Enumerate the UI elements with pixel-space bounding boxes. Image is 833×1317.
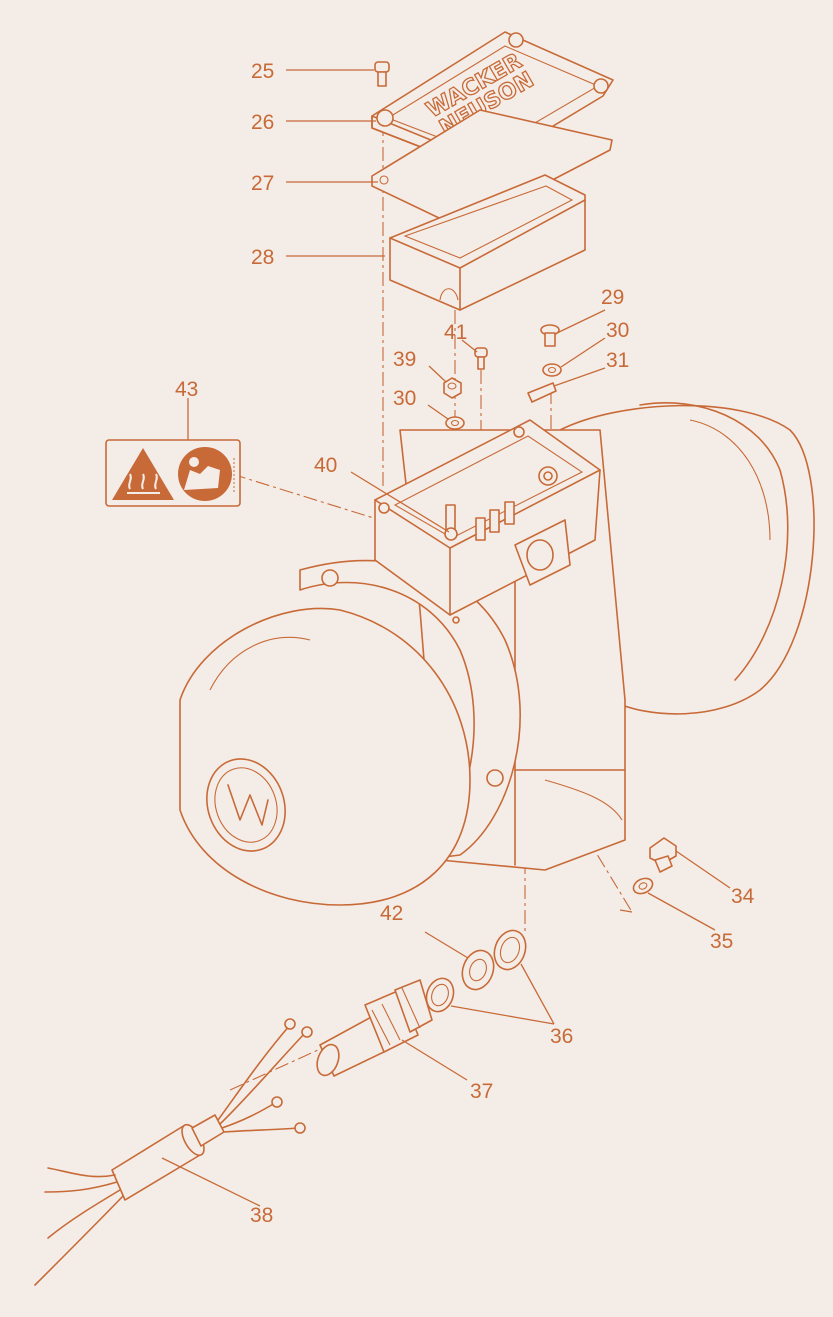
bushing-42 xyxy=(461,949,495,991)
warning-label xyxy=(105,439,241,507)
cable-gland-37 xyxy=(316,979,433,1077)
callout-39: 39 xyxy=(393,348,416,371)
callout-40: 40 xyxy=(314,454,337,477)
callout-37: 37 xyxy=(470,1080,493,1103)
callout-labels: 25 26 27 28 29 30 31 41 39 30 40 43 34 3… xyxy=(175,60,755,1227)
callout-43: 43 xyxy=(175,378,198,401)
callout-38: 38 xyxy=(250,1204,273,1227)
callout-26: 26 xyxy=(251,111,274,134)
callout-36: 36 xyxy=(550,1025,573,1048)
seal-ring-36-left xyxy=(425,977,455,1013)
washer-30-right xyxy=(542,363,562,377)
callout-42: 42 xyxy=(380,902,403,925)
screw-29 xyxy=(540,324,560,347)
bolt-34 xyxy=(649,837,677,873)
callout-29: 29 xyxy=(601,286,624,309)
screw-25 xyxy=(374,61,390,87)
washer-30-left xyxy=(445,416,465,430)
tab-31 xyxy=(527,382,557,403)
callout-28: 28 xyxy=(251,246,274,269)
callout-41: 41 xyxy=(444,321,467,344)
screw-41 xyxy=(474,347,488,370)
junction-frame xyxy=(389,174,586,311)
callout-31: 31 xyxy=(606,349,629,372)
leader-lines xyxy=(161,69,731,1207)
nut-39 xyxy=(443,377,462,399)
washer-35 xyxy=(632,877,654,895)
callout-30-left: 30 xyxy=(393,387,416,410)
vibrator-motor-body xyxy=(179,402,815,906)
seal-ring-36-right xyxy=(493,929,527,971)
cable-38 xyxy=(34,1018,313,1286)
callout-27: 27 xyxy=(251,172,274,195)
callout-34: 34 xyxy=(731,885,755,908)
callout-35: 35 xyxy=(710,930,733,953)
callout-30-right: 30 xyxy=(606,319,629,342)
callout-25: 25 xyxy=(251,60,274,83)
